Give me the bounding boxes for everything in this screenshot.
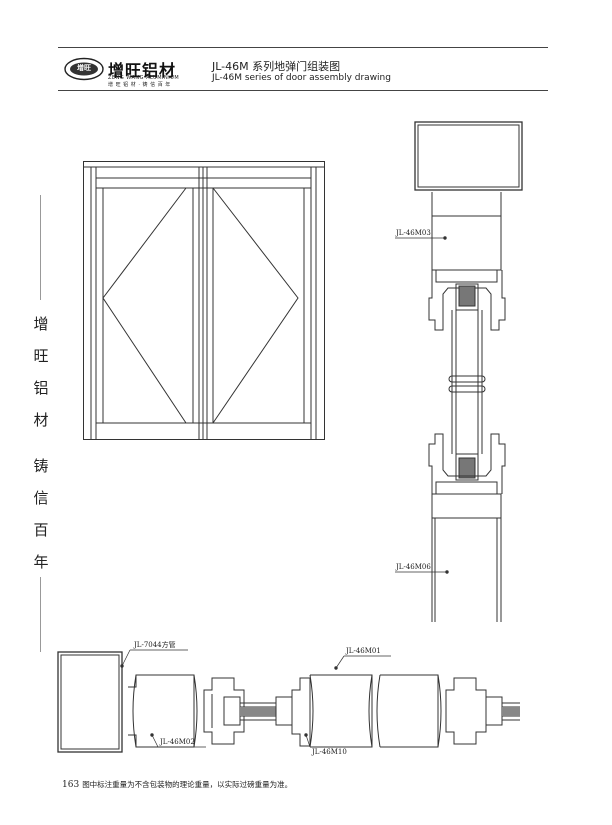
logo-text: 增旺铝材 <box>108 61 177 80</box>
logo-english: ZENG WANG ALUMINIUM <box>108 75 180 81</box>
vertical-section-drawing: JL-46M03 JL-46M06 <box>395 121 523 622</box>
door-elevation-drawing <box>83 161 325 440</box>
sidebar-char: 旺 <box>33 347 49 365</box>
sidebar-char: 铝 <box>33 379 49 397</box>
sidebar-char: 年 <box>33 553 49 571</box>
label-m10: JL-46M10 <box>311 748 347 756</box>
label-m06: JL-46M06 <box>395 563 431 571</box>
sidebar-char: 铸 <box>33 457 49 475</box>
sidebar-line-top <box>40 195 41 300</box>
logo-slogan: 增 旺 铝 材 · 铸 信 百 年 <box>108 82 171 88</box>
header-bottom-rule <box>58 90 548 91</box>
logo-emblem-icon <box>64 57 104 81</box>
sidebar-char: 百 <box>33 521 49 539</box>
label-m02: JL-46M02 <box>159 738 195 746</box>
sidebar-line-bottom <box>40 577 41 652</box>
page-title-cn: JL-46M 系列地弹门组装图 <box>212 60 341 73</box>
label-pipe: JL-7044方管 <box>133 640 176 649</box>
page-title-en: JL-46M series of door assembly drawing <box>212 73 391 83</box>
horizontal-section-drawing: JL-7044方管 JL-46M02 JL-46M10 JL-46M01 <box>57 640 520 756</box>
page-number: 163 <box>62 780 80 790</box>
label-m01: JL-46M01 <box>345 647 381 655</box>
sidebar-char: 材 <box>33 411 49 429</box>
header-top-rule <box>58 47 548 48</box>
logo-badge-text: 增旺 <box>77 64 91 72</box>
weight-note: 图中标注重量为不含包装物的理论重量，以实际过磅重量为准。 <box>82 780 293 789</box>
sidebar-char: 增 <box>33 315 49 333</box>
brand-logo: 增旺 增旺铝材 ZENG WANG ALUMINIUM 增 旺 铝 材 · 铸 … <box>64 56 199 88</box>
label-m03: JL-46M03 <box>395 229 431 237</box>
sidebar-char: 信 <box>33 489 49 507</box>
